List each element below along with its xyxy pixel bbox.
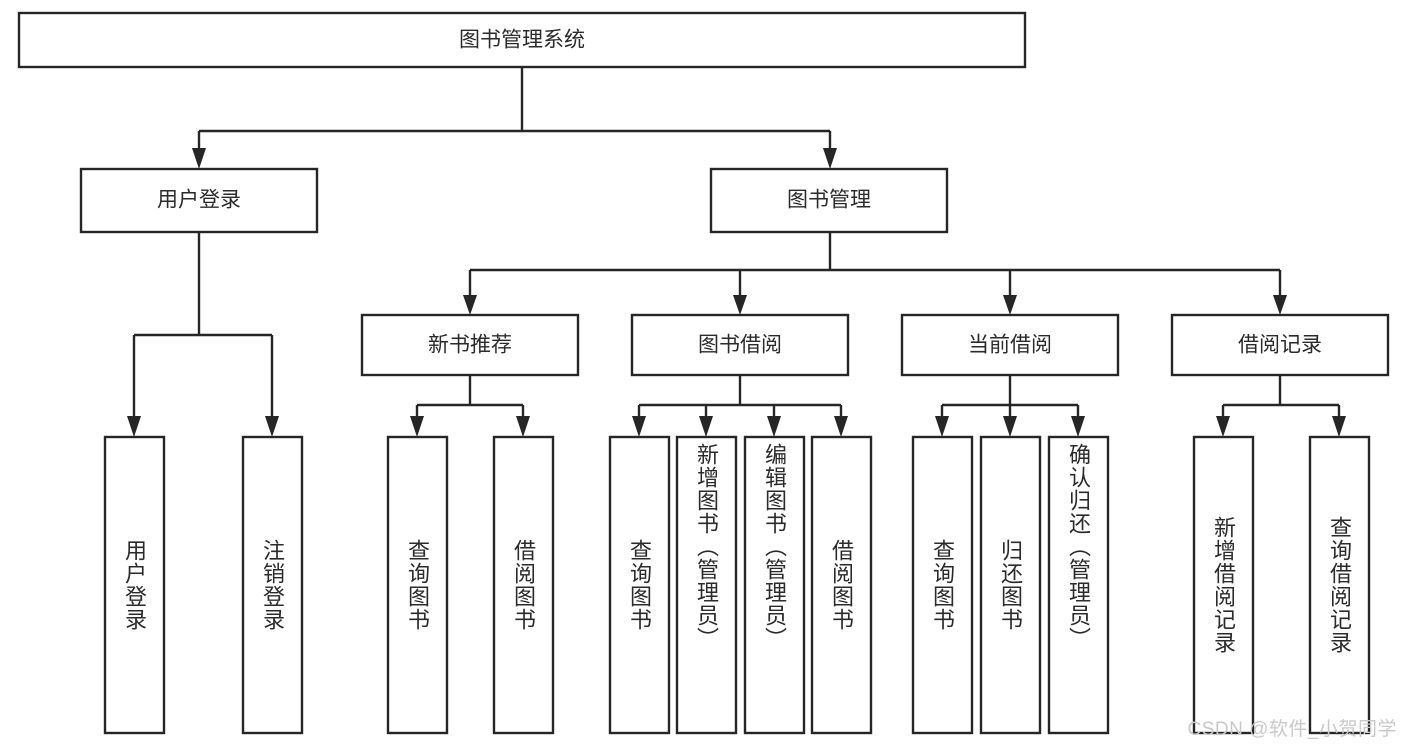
node-box-leaf-user-login[interactable] — [103, 435, 166, 735]
csdn-watermark: CSDN @软件_小贺同学 — [1187, 719, 1397, 740]
arrowhead-leaf-return-book — [1003, 416, 1017, 437]
node-label-root: 图书管理系统 — [459, 29, 585, 52]
node-label-borrow-record: 借阅记录 — [1238, 334, 1322, 357]
arrowhead-leaf-add-record — [1216, 416, 1230, 437]
node-box-leaf-query-book-1[interactable] — [386, 435, 449, 735]
arrowhead-leaf-add-book — [699, 416, 713, 437]
node-box-leaf-borrow-book-1[interactable] — [492, 435, 555, 735]
arrowhead-leaf-edit-book — [767, 416, 781, 437]
arrowhead-new-book-recommend — [463, 295, 477, 315]
node-box-root[interactable] — [17, 11, 1027, 69]
node-label-current-borrow: 当前借阅 — [968, 334, 1052, 357]
node-box-leaf-query-record[interactable] — [1308, 435, 1371, 735]
node-box-leaf-edit-book[interactable] — [743, 435, 806, 735]
node-box-borrow-record[interactable] — [1170, 313, 1390, 377]
node-group: 图书管理系统 用户登录 图书管理 新书推荐 图书借阅 当前借阅 借阅记录 — [17, 11, 1390, 735]
arrowhead-leaf-borrow-book-2 — [834, 416, 848, 437]
arrowhead-book-borrow — [733, 295, 747, 315]
arrowhead-book-management — [823, 148, 837, 169]
node-box-user-login[interactable] — [79, 167, 319, 234]
arrowhead-leaf-query-book-2 — [632, 416, 646, 437]
node-box-leaf-query-book-2[interactable] — [608, 435, 671, 735]
arrowhead-leaf-query-record — [1332, 416, 1346, 437]
node-box-leaf-query-book-3[interactable] — [911, 435, 974, 735]
node-box-leaf-logout[interactable] — [241, 435, 304, 735]
arrowhead-leaf-user-login — [127, 416, 141, 437]
arrowhead-leaf-confirm-return — [1071, 416, 1085, 437]
node-box-leaf-add-record[interactable] — [1192, 435, 1255, 735]
node-box-leaf-confirm-return[interactable] — [1047, 435, 1110, 735]
arrowhead-leaf-query-book-3 — [935, 416, 949, 437]
arrowhead-leaf-query-book-1 — [410, 416, 424, 437]
node-box-leaf-add-book[interactable] — [675, 435, 738, 735]
connector-group — [127, 67, 1346, 437]
arrowhead-leaf-borrow-book-1 — [516, 416, 530, 437]
node-box-leaf-return-book[interactable] — [979, 435, 1042, 735]
node-label-book-management: 图书管理 — [787, 189, 871, 212]
arrowhead-borrow-record — [1273, 295, 1287, 315]
node-label-new-book-recommend: 新书推荐 — [428, 334, 512, 357]
node-box-new-book-recommend[interactable] — [360, 313, 580, 377]
node-label-user-login: 用户登录 — [157, 189, 241, 212]
node-box-book-management[interactable] — [709, 167, 949, 234]
arrowhead-current-borrow — [1003, 295, 1017, 315]
arrowhead-leaf-logout — [265, 416, 279, 437]
node-box-current-borrow[interactable] — [900, 313, 1120, 377]
node-box-book-borrow[interactable] — [630, 313, 850, 377]
arrowhead-user-login — [192, 148, 206, 169]
node-label-book-borrow: 图书借阅 — [698, 334, 782, 357]
node-box-leaf-borrow-book-2[interactable] — [810, 435, 873, 735]
